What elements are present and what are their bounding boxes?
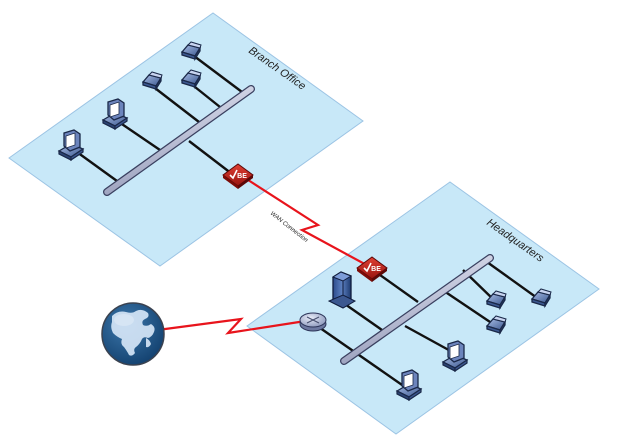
- hq-backbone: [341, 255, 493, 364]
- hq-router-icon[interactable]: [299, 312, 327, 332]
- branch-backbone: [104, 86, 254, 195]
- wan-connection-link[interactable]: [244, 177, 373, 269]
- internet-globe-icon[interactable]: [101, 302, 165, 366]
- internet-link[interactable]: [149, 317, 313, 335]
- hq-server-icon[interactable]: [327, 271, 357, 309]
